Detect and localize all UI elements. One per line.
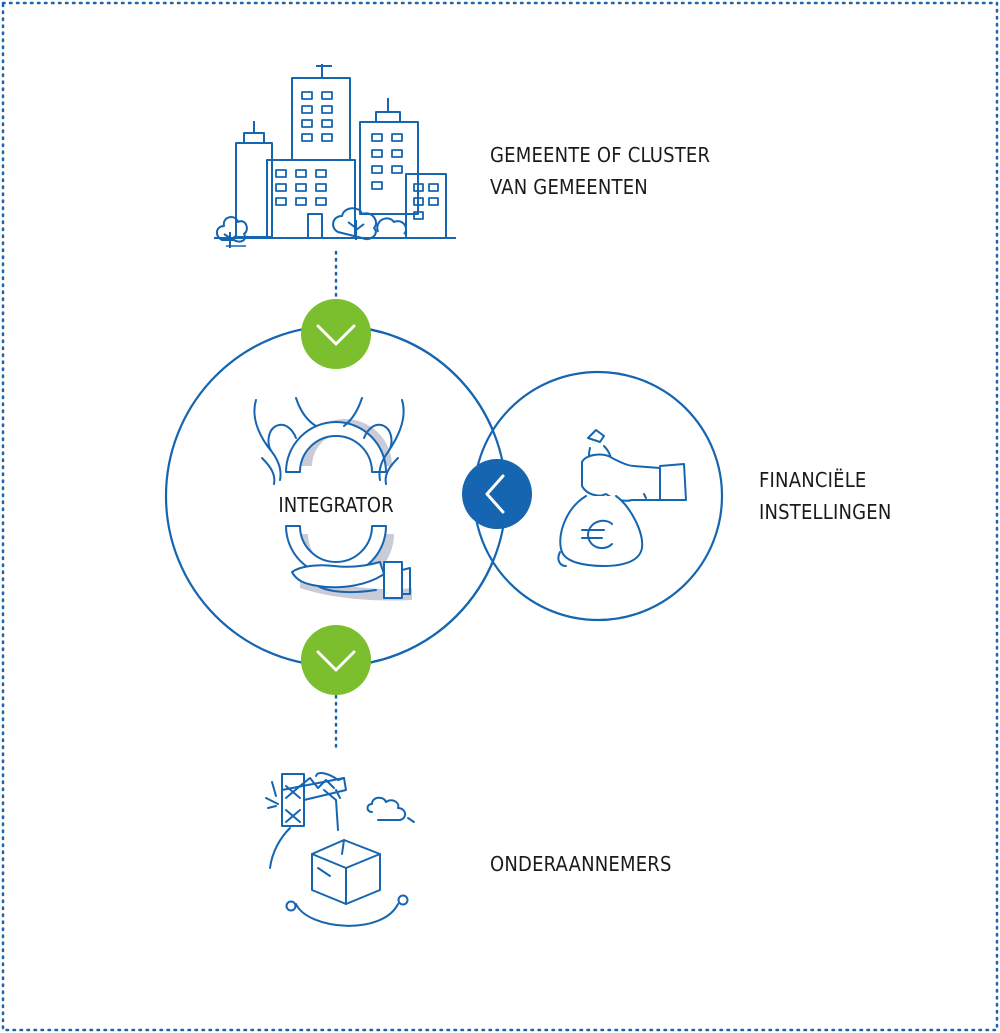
municipality-label: GEMEENTE OF CLUSTER VAN GEMEENTEN <box>490 139 710 203</box>
municipality-label-line2: VAN GEMEENTEN <box>490 175 648 199</box>
financial-label-line2: INSTELLINGEN <box>759 500 892 524</box>
chevron-down-icon <box>316 650 356 672</box>
municipality-label-line1: GEMEENTE OF CLUSTER <box>490 143 711 167</box>
money-bag-euro-icon <box>557 429 687 567</box>
financial-label: FINANCIËLE INSTELLINGEN <box>759 464 892 528</box>
integrator-label: INTEGRATOR <box>278 493 394 517</box>
hands-circle-icon <box>253 397 412 601</box>
arrow-down-bottom <box>301 625 371 695</box>
chevron-left-icon <box>485 474 505 514</box>
arrow-left-financial <box>462 459 532 529</box>
financial-label-line1: FINANCIËLE <box>759 468 867 492</box>
subcontractors-label: ONDERAANNEMERS <box>490 852 672 876</box>
crane-box-icon <box>265 772 415 927</box>
city-buildings-icon <box>214 64 456 248</box>
arrow-down-top <box>301 299 371 369</box>
chevron-down-icon <box>316 324 356 346</box>
